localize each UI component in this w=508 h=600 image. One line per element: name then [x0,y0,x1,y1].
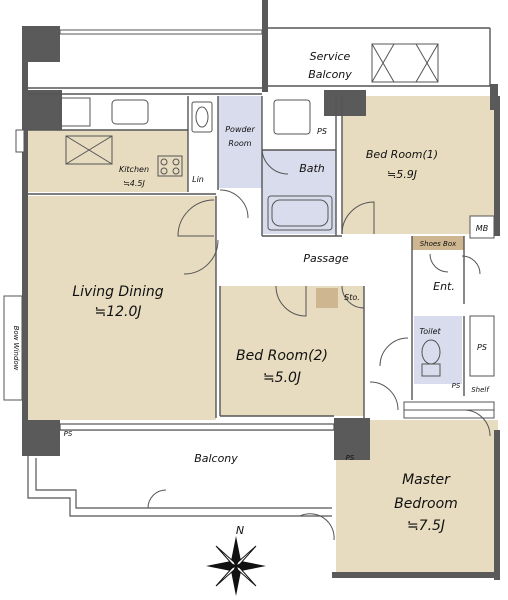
toilet-label: Toilet [419,327,441,336]
powder-room-area [218,96,262,188]
ps-label-1: PS [317,127,327,136]
compass-rose-icon: N [206,524,266,596]
washbasin-icon [191,101,213,133]
bedroom2-size: ≒5.0J [263,370,301,386]
storage-area [316,288,338,308]
shelf-label: Shelf [471,386,490,394]
shoes-box-label: Shoes Box [420,240,457,248]
master-bedroom-label-2: Bedroom [394,496,458,512]
fixtures [59,43,495,419]
door-arc [429,253,449,273]
door-arc [299,513,335,541]
door-arc [147,489,167,509]
living-dining-name: Living Dining [72,284,163,300]
wall [324,90,366,116]
stove-icon [157,155,183,177]
service-balcony-label: Service [310,50,351,63]
balcony-outline [27,423,335,517]
wall [494,96,500,236]
counter-icon [65,135,113,165]
sink-icon [111,99,149,125]
lin-label: Lin [192,175,204,184]
shoes-box-area [412,236,464,250]
ps-label-4: PS [64,430,73,438]
ps-label-5: PS [346,454,355,462]
doors [147,147,491,541]
balcony-label: Balcony [194,452,238,465]
wall [22,26,28,426]
master-bedroom-label: Master [402,472,451,488]
compass-north-label: N [236,524,244,537]
wall [494,430,500,580]
room-fills [28,96,498,576]
kitchen-size: ≒4.5J [123,179,145,188]
storage-label: Sto. [344,293,360,302]
wardrobe-icon [371,43,439,83]
door-arc [369,381,399,411]
door-arc [379,337,409,367]
ps-label-3: PS [452,382,461,390]
bedroom1-size: ≒5.9J [387,168,417,181]
service-balcony-label-2: Balcony [308,68,352,81]
living-dining-area [28,196,216,420]
door-arc [341,201,375,235]
door-arc [183,239,219,275]
bathtub-icon [267,195,333,231]
bedroom1-area [342,96,494,234]
bedroom1-name: Bed Room(1) [366,148,438,161]
door-arc [341,285,365,309]
bath-area [262,150,336,234]
wall [262,0,268,92]
master-bedroom-size: ≒7.5J [407,518,445,534]
shower-icon [273,99,311,135]
door-arc [275,285,307,317]
wall [332,572,500,578]
room-labels: Service Balcony Bed Room(1) ≒5.9J Kitche… [72,50,457,534]
walls [22,0,500,580]
door-arc [177,199,215,237]
toilet-bowl-icon [421,339,441,365]
living-dining-size: ≒12.0J [94,304,141,320]
fixture-labels: PS MB Shoes Box PS PS Shelf PS PS Bow Wi… [12,124,495,462]
bedroom2-area [220,286,364,416]
ps-label-2: PS [477,343,487,352]
door-arc [261,147,289,175]
wall [334,418,370,460]
bow-window-label: Bow Window [12,326,20,371]
door-arc [219,189,249,219]
wall [22,420,60,456]
mb-label: MB [476,224,488,233]
wall [22,26,60,62]
wall [22,90,62,130]
bath-label: Bath [299,162,325,175]
sink-icon [59,97,91,127]
kitchen-name: Kitchen [119,165,149,174]
partition-lines [28,27,491,418]
bathtub-inner-icon [271,199,329,227]
powder-room-label-2: Room [228,139,251,148]
door-arc [461,255,481,275]
entrance-label: Ent. [433,280,455,293]
bedroom2-name: Bed Room(2) [236,348,328,364]
windows [3,29,263,401]
powder-room-label: Powder [225,125,255,134]
passage-label: Passage [303,252,349,265]
